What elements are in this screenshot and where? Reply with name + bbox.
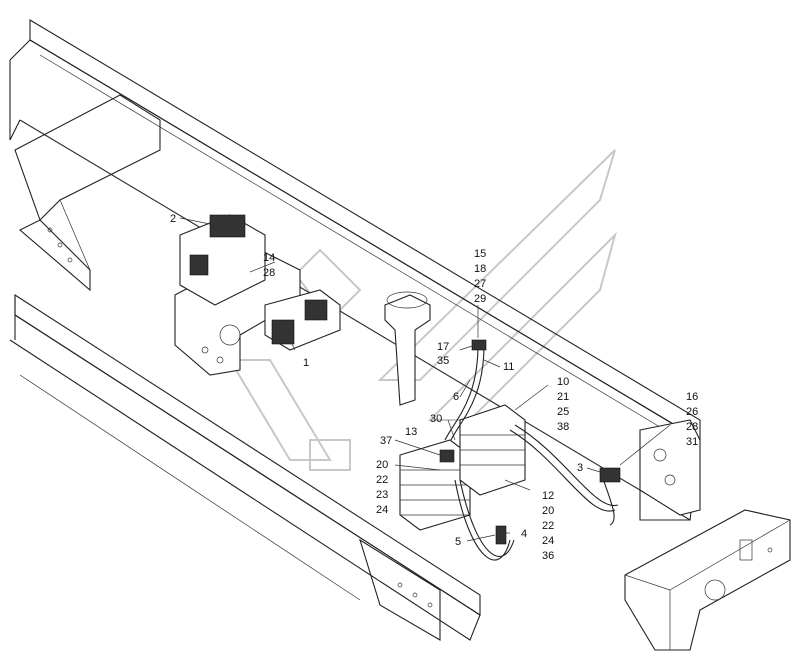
callout-36: 36 [542, 550, 554, 562]
callout-35: 35 [437, 355, 449, 367]
callout-20a: 20 [376, 459, 388, 471]
callout-38: 38 [557, 421, 569, 433]
callout-1: 1 [303, 357, 309, 369]
central-pillar [384, 291, 431, 406]
callout-22a: 22 [376, 474, 388, 486]
callout-26: 26 [686, 406, 698, 418]
air-bellows-left [399, 439, 471, 531]
callout-11: 11 [503, 361, 514, 373]
callout-29: 29 [474, 293, 486, 305]
callout-20b: 20 [542, 505, 554, 517]
callout-14: 14 [263, 252, 275, 264]
callout-4: 4 [521, 528, 527, 540]
rear-bracket [624, 509, 791, 651]
hoses [439, 339, 621, 561]
callout-37: 37 [380, 435, 392, 447]
lower-frame-rail [9, 293, 481, 641]
callout-15: 15 [474, 248, 486, 260]
callout-23: 23 [376, 489, 388, 501]
callout-3: 3 [577, 462, 583, 474]
callout-10: 10 [557, 376, 569, 388]
valve-bracket-assembly [174, 214, 341, 376]
left-cross-member [14, 94, 161, 292]
callout-24a: 24 [376, 504, 388, 516]
callout-25: 25 [557, 406, 569, 418]
callout-5: 5 [455, 536, 461, 548]
callout-2: 2 [170, 213, 176, 225]
callout-6: 6 [453, 391, 459, 403]
right-frame-end [639, 419, 701, 516]
callout-18: 18 [474, 263, 486, 275]
callout-13: 13 [405, 426, 417, 438]
callout-31: 31 [686, 436, 698, 448]
air-bellows-right [459, 404, 526, 496]
callout-16: 16 [686, 391, 698, 403]
callout-30: 30 [430, 413, 442, 425]
callout-24b: 24 [542, 535, 554, 547]
callout-17: 17 [437, 341, 449, 353]
callout-28: 28 [263, 267, 275, 279]
callout-27: 27 [474, 278, 486, 290]
callout-12: 12 [542, 490, 554, 502]
callout-21: 21 [557, 391, 569, 403]
callout-22b: 22 [542, 520, 554, 532]
callout-28b: 28 [686, 421, 698, 433]
upper-frame-rail [9, 19, 701, 521]
leader-lines [179, 217, 671, 542]
callout-labels: 2 14 28 1 15 18 27 29 17 35 11 6 10 21 2… [170, 213, 698, 562]
